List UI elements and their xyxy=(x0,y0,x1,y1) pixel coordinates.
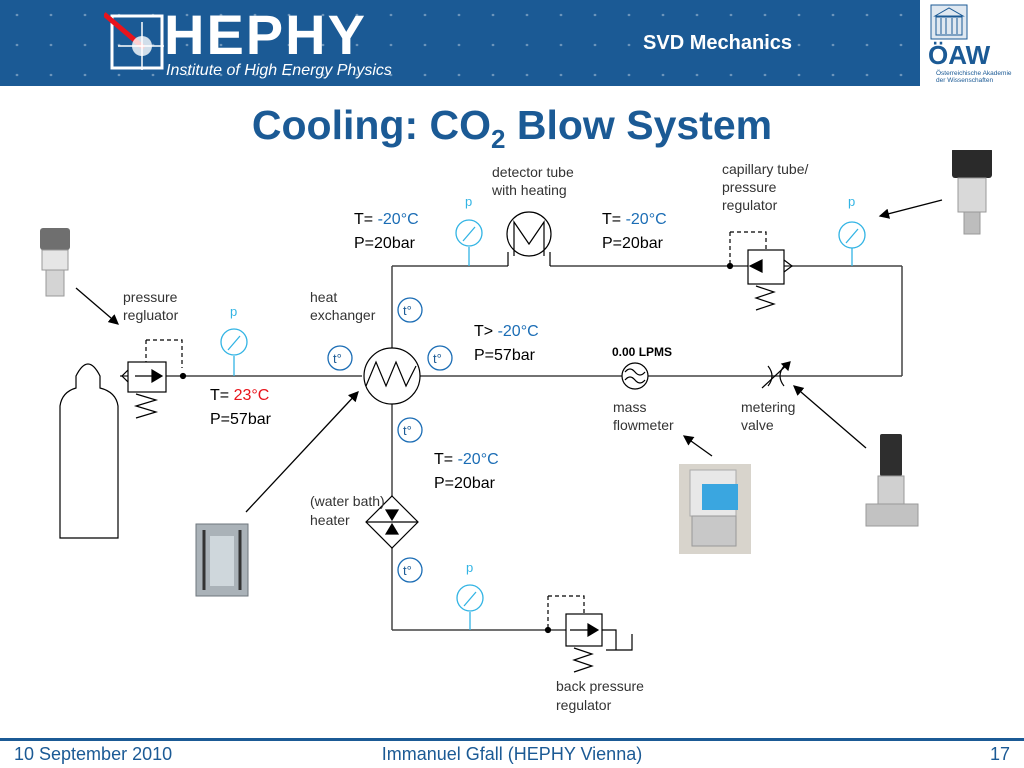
label-heat-exchanger-2: exchanger xyxy=(310,307,376,323)
hephy-logo-icon xyxy=(104,12,164,70)
pressure-sensor-photo xyxy=(952,150,992,235)
temp-sensor-hx-bottom-icon xyxy=(397,417,423,443)
heat-exchanger-photo xyxy=(195,523,249,597)
label-mass-flowmeter: mass xyxy=(613,399,646,415)
oaw-subtitle: Österreichische Akademie der Wissenschaf… xyxy=(936,70,1012,84)
callout-arrows xyxy=(75,199,943,513)
heat-exchanger xyxy=(363,347,421,405)
state-inlet-temp: T= 23°C xyxy=(210,387,269,404)
footer-page-number: 17 xyxy=(989,744,1010,764)
gauge-p-label: p xyxy=(848,194,855,209)
label-heat-exchanger: heat xyxy=(310,289,337,305)
academy-building-icon xyxy=(930,4,968,40)
title-main: Cooling: CO xyxy=(251,102,492,148)
state-hx-out-pressure: P=57bar xyxy=(474,347,536,364)
back-pressure-regulator xyxy=(544,595,633,673)
state-detector-in-temp: T= -20°C xyxy=(354,211,419,228)
label-heater: (water bath) xyxy=(310,493,385,509)
state-detector-out-temp: T= -20°C xyxy=(602,211,667,228)
temp-sensor-hx-top-icon xyxy=(397,297,423,323)
co2-gas-cylinder xyxy=(59,363,119,539)
gauge-p-label: p xyxy=(466,560,473,575)
pressure-gauge-return-icon xyxy=(456,584,484,630)
label-heater-2: heater xyxy=(310,512,350,528)
footer-date: 10 September 2010 xyxy=(14,744,173,764)
label-detector-tube-2: with heating xyxy=(491,182,567,198)
label-metering-valve: metering xyxy=(741,399,795,415)
mass-flowmeter-photo xyxy=(679,464,751,554)
temp-sensor-heater-icon xyxy=(397,557,423,583)
label-pressure-regulator: pressure xyxy=(123,289,178,305)
co2-blow-system-diagram: p p p p t° t° t° t° t° detector tube wit… xyxy=(40,150,992,713)
section-title: SVD Mechanics xyxy=(643,32,792,54)
oaw-text: ÖAW xyxy=(928,40,991,70)
label-metering-valve-2: valve xyxy=(741,417,774,433)
label-capillary-2: pressure xyxy=(722,179,777,195)
label-capillary: capillary tube/ xyxy=(722,161,808,177)
state-detector-out-pressure: P=20bar xyxy=(602,235,664,252)
slide-title: Cooling: CO2 Blow System xyxy=(0,102,1024,155)
gauge-p-label: p xyxy=(465,194,472,209)
label-capillary-3: regulator xyxy=(722,197,778,213)
temp-sensor-label: t° xyxy=(433,351,442,366)
footer-author: Immanuel Gfall (HEPHY Vienna) xyxy=(381,744,643,764)
logo-subtitle: Institute of High Energy Physics xyxy=(166,62,392,79)
label-pressure-regulator-2: regluator xyxy=(123,307,179,323)
footer: 10 September 2010 Immanuel Gfall (HEPHY … xyxy=(0,742,1024,768)
footer-divider xyxy=(0,738,1024,741)
metering-valve xyxy=(761,361,791,389)
water-bath-heater xyxy=(365,495,419,549)
title-subscript: 2 xyxy=(491,124,506,155)
label-back-pressure: back pressure xyxy=(556,678,644,694)
pressure-gauge-outlet-icon xyxy=(838,221,866,266)
temp-sensor-label: t° xyxy=(403,423,412,438)
pressure-regulator-photo xyxy=(40,228,70,297)
state-return-temp: T= -20°C xyxy=(434,451,499,468)
temp-sensor-label: t° xyxy=(333,351,342,366)
temp-sensor-label: t° xyxy=(403,563,412,578)
temp-sensor-label: t° xyxy=(403,303,412,318)
gauge-p-label: p xyxy=(230,304,237,319)
label-detector-tube: detector tube xyxy=(492,164,574,180)
temp-sensor-hx-left-icon xyxy=(327,345,353,371)
header-pattern xyxy=(0,0,1024,86)
pressure-gauge-inlet-icon xyxy=(220,328,248,376)
header-banner: HEPHY Institute of High Energy Physics S… xyxy=(0,0,1024,86)
pressure-gauge-detector-icon xyxy=(455,219,483,266)
mass-flowmeter xyxy=(621,362,649,390)
state-return-pressure: P=20bar xyxy=(434,475,496,492)
title-rest: Blow System xyxy=(505,102,773,148)
pressure-gauges xyxy=(220,219,866,630)
capillary-pressure-regulator xyxy=(726,231,793,311)
detector-tube xyxy=(506,211,552,266)
state-inlet-pressure: P=57bar xyxy=(210,411,272,428)
logo-text: HEPHY xyxy=(164,3,367,66)
flow-readout: 0.00 LPMS xyxy=(612,345,672,359)
label-mass-flowmeter-2: flowmeter xyxy=(613,417,674,433)
inlet-pressure-regulator xyxy=(121,339,187,419)
label-back-pressure-2: regulator xyxy=(556,697,612,713)
temp-sensor-hx-right-icon xyxy=(427,345,453,371)
state-hx-out-temp: T> -20°C xyxy=(474,323,539,340)
metering-valve-photo xyxy=(865,434,919,527)
state-detector-in-pressure: P=20bar xyxy=(354,235,416,252)
oaw-logo: ÖAW Österreichische Akademie der Wissens… xyxy=(920,0,1024,86)
